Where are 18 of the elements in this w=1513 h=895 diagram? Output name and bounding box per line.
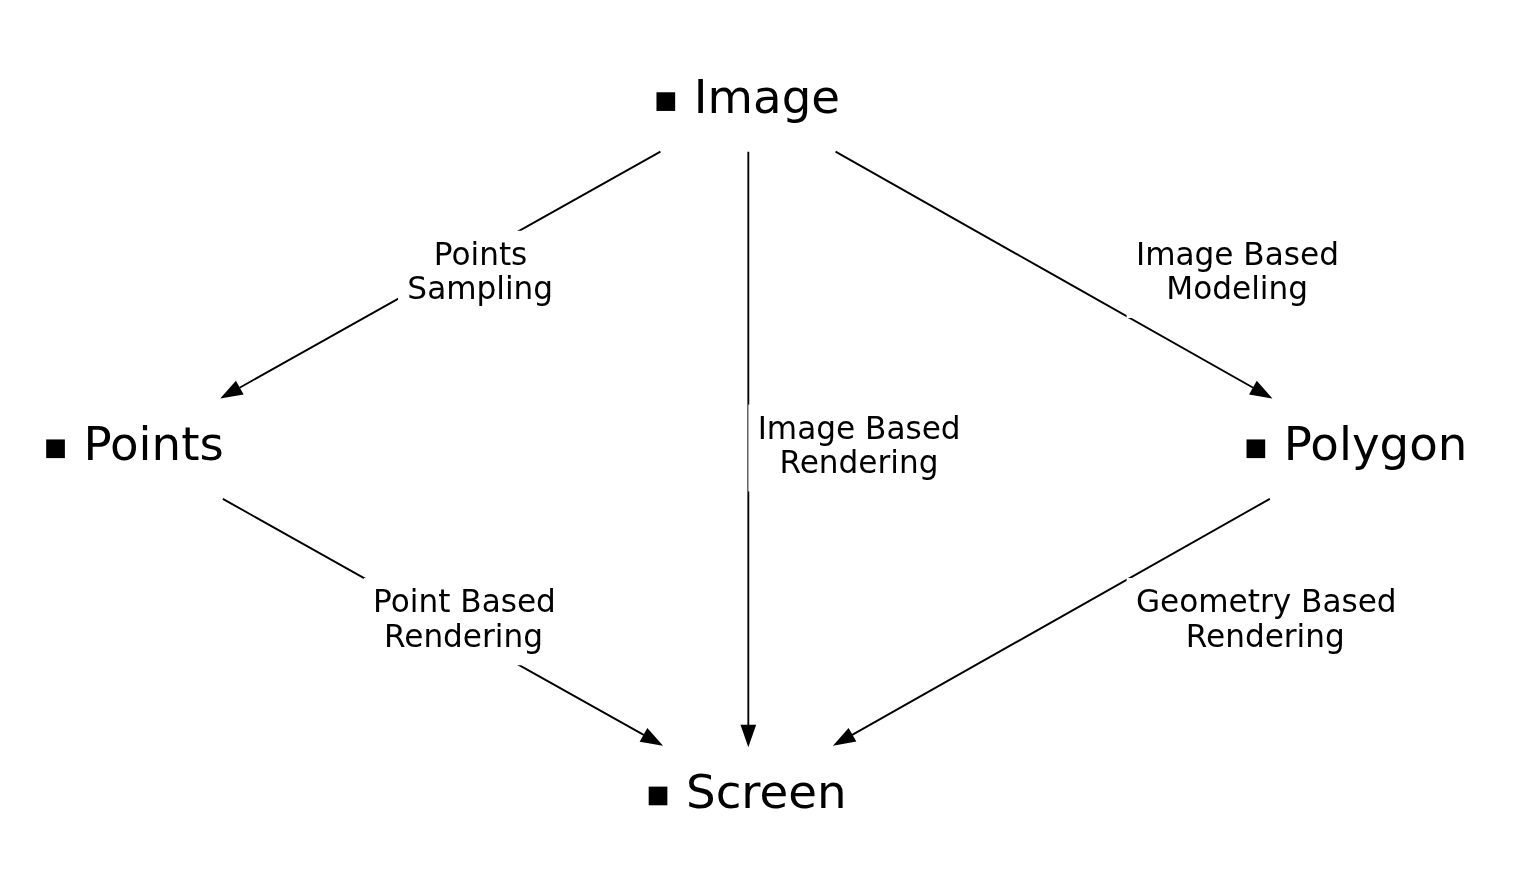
- arrow: [220, 150, 662, 399]
- edge-label: Geometry Based Rendering: [1135, 582, 1397, 653]
- node-box: [656, 91, 676, 111]
- arrow: [834, 150, 1273, 399]
- edge-label: Image Based Modeling: [1135, 235, 1339, 306]
- node-label: Image: [693, 69, 841, 124]
- node-label: Screen: [686, 764, 847, 819]
- arrow: [832, 497, 1271, 746]
- node-box: [648, 786, 668, 805]
- node-label: Polygon: [1283, 416, 1468, 471]
- edge-label: Image Based Rendering: [757, 409, 961, 480]
- edge-label: Points Sampling: [407, 235, 554, 306]
- arrow: [740, 150, 757, 747]
- node-box: [1246, 438, 1266, 458]
- node-label: Points: [83, 416, 224, 471]
- node-box: [46, 438, 65, 458]
- arrow: [221, 497, 664, 746]
- edge-label: Point Based Rendering: [373, 582, 556, 653]
